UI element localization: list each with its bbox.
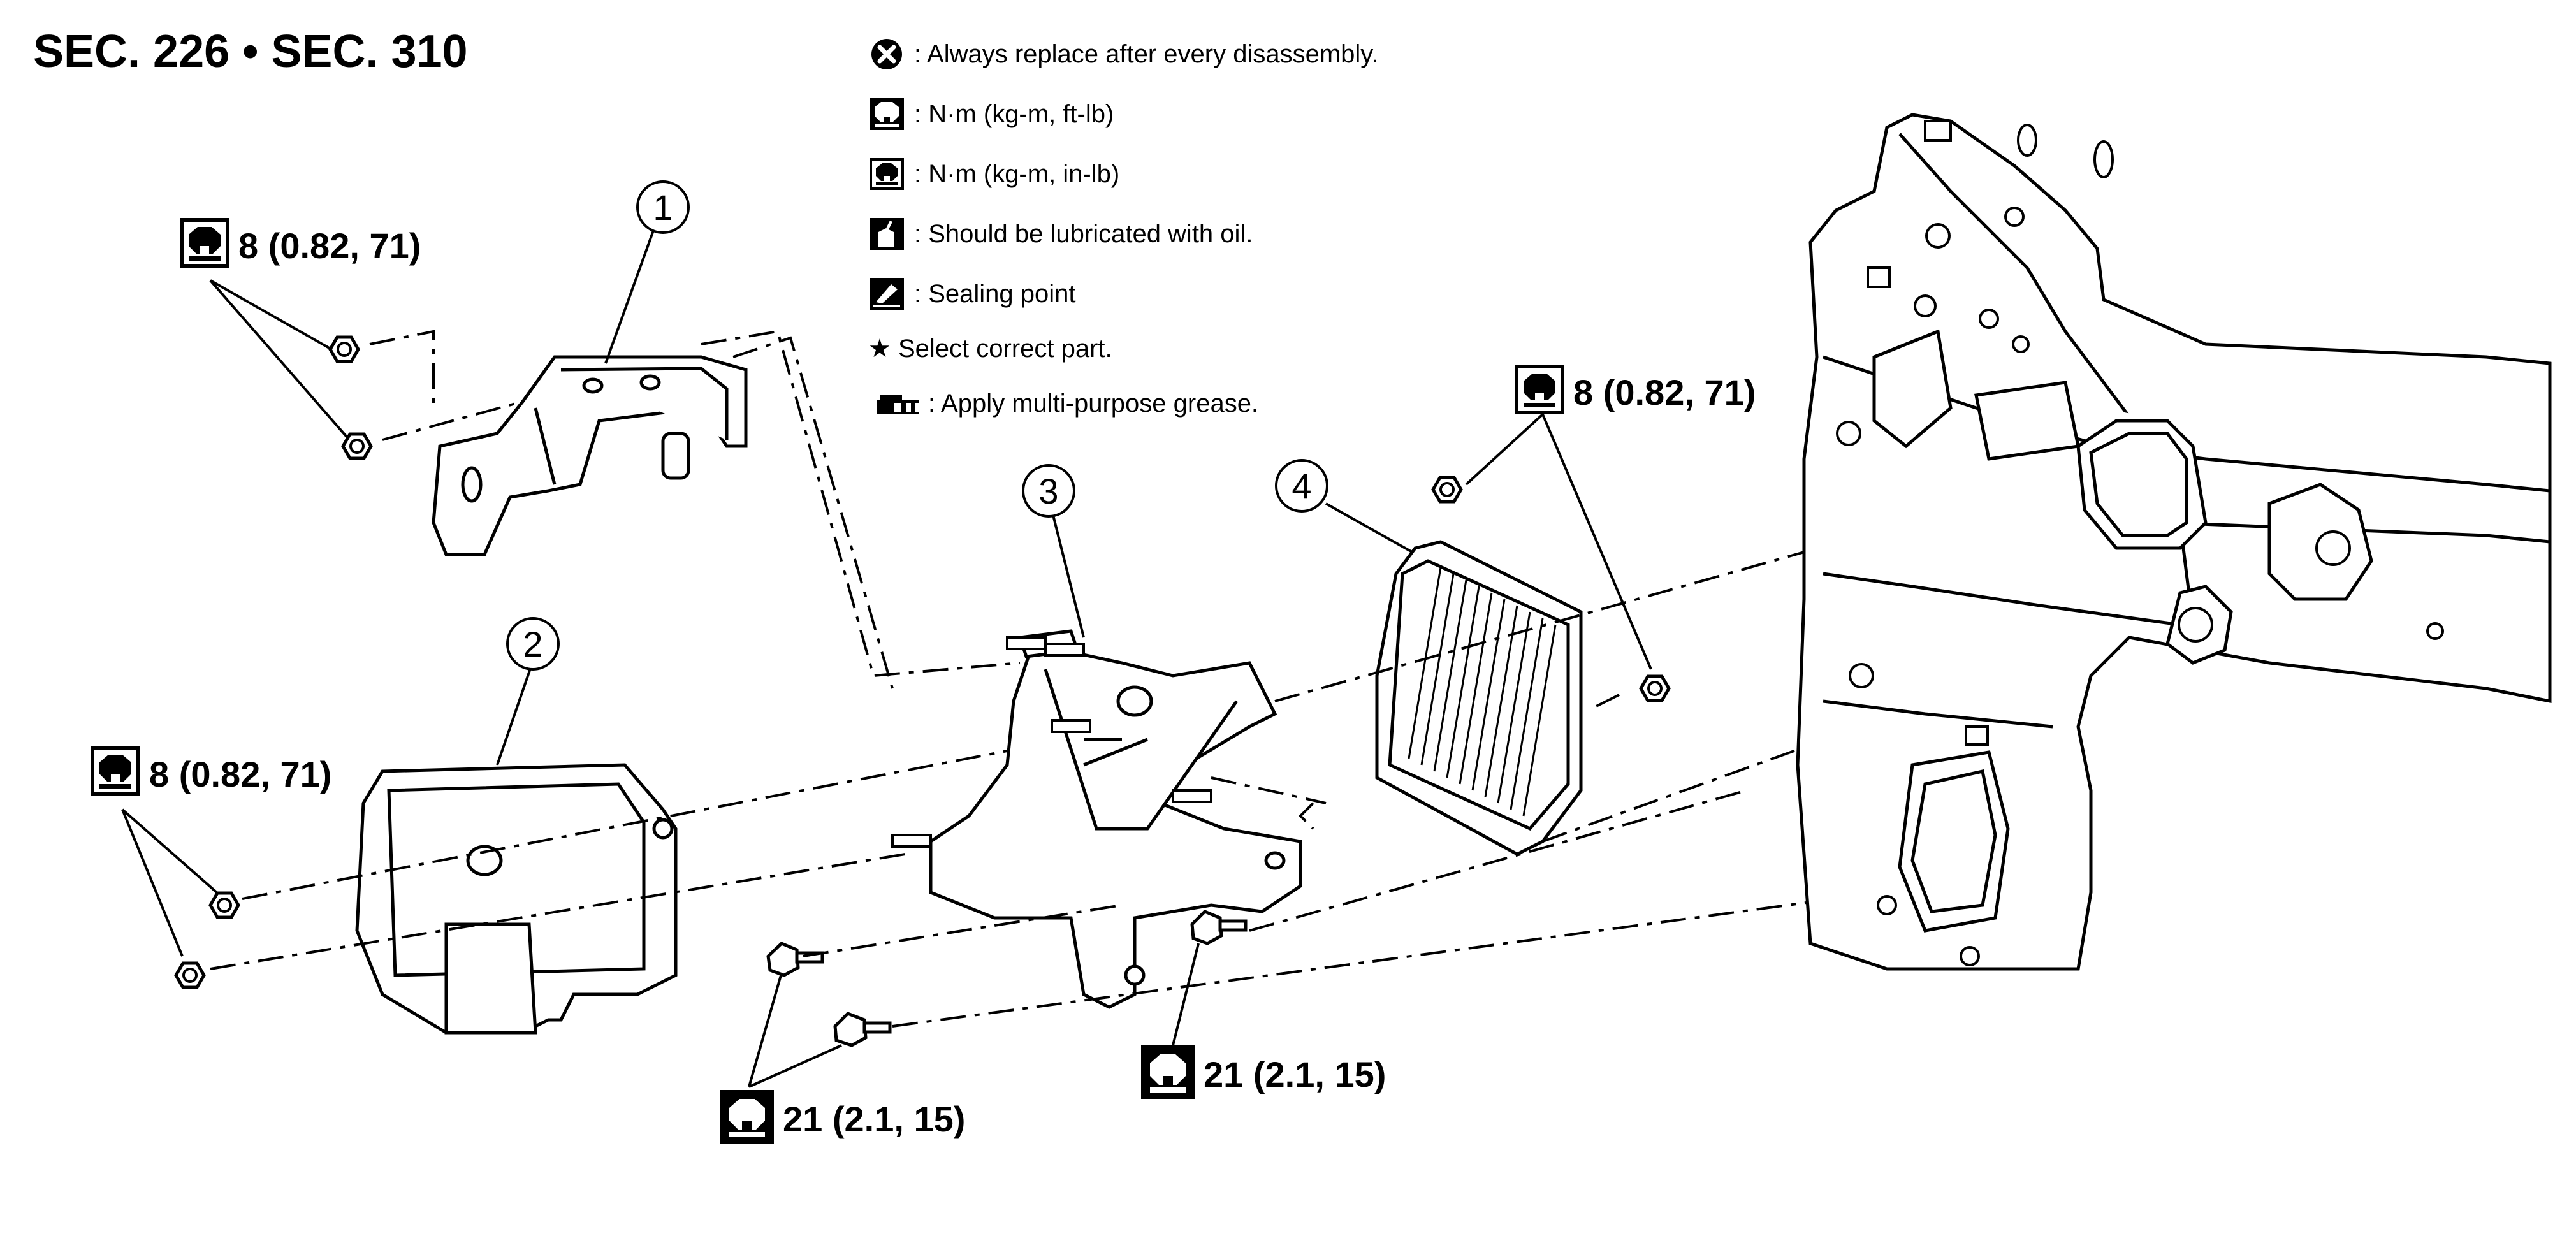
circle-x-icon xyxy=(871,39,902,69)
wrench-ftlb-icon xyxy=(1141,1045,1195,1099)
nut xyxy=(1641,676,1669,701)
part-number-4: 4 xyxy=(1275,459,1328,513)
wrench-inlb-icon xyxy=(91,746,140,796)
nut xyxy=(330,337,358,361)
wrench-inlb-icon xyxy=(180,218,229,268)
oil-can-icon xyxy=(870,218,904,250)
nut xyxy=(176,963,204,987)
grease-icon xyxy=(877,395,919,414)
nut xyxy=(343,434,371,458)
part-1-bracket xyxy=(432,355,748,556)
legend-text: : N·m (kg-m, in-lb) xyxy=(914,159,1120,188)
legend-item-grease: : Apply multi-purpose grease. xyxy=(868,374,1557,433)
torque-callout-3: 8 (0.82, 71) xyxy=(1465,365,1756,670)
torque-callout-2: 8 (0.82, 71) xyxy=(91,746,331,957)
torque-callout-4: 21 (2.1, 15) xyxy=(720,975,965,1144)
bolt xyxy=(833,1012,892,1047)
legend-text: : N·m (kg-m, ft-lb) xyxy=(914,99,1114,128)
part-number-3: 3 xyxy=(1022,464,1075,518)
part-number-2: 2 xyxy=(506,617,560,671)
legend-text: ★ Select correct part. xyxy=(868,335,1112,363)
part-3-bracket xyxy=(929,629,1302,1009)
legend-text: : Should be lubricated with oil. xyxy=(914,219,1253,248)
page-title: SEC. 226 • SEC. 310 xyxy=(33,26,468,77)
svg-text:2: 2 xyxy=(523,624,542,664)
svg-text:1: 1 xyxy=(653,187,673,228)
vehicle-body-frame xyxy=(1796,113,2552,971)
legend-text: : Always replace after every disassembly… xyxy=(914,40,1379,68)
symbol-legend: : Always replace after every disassembly… xyxy=(868,24,1557,433)
svg-text:3: 3 xyxy=(1038,471,1058,511)
svg-text:4: 4 xyxy=(1292,466,1311,506)
torque-value: 21 (2.1, 15) xyxy=(783,1099,965,1139)
torque-callout-1: 8 (0.82, 71) xyxy=(180,218,421,441)
legend-item-ftlb: : N·m (kg-m, ft-lb) xyxy=(868,84,1557,144)
body-holes xyxy=(1836,120,2444,966)
wrench-inlb-icon xyxy=(870,158,904,190)
torque-value: 8 (0.82, 71) xyxy=(1573,372,1756,412)
wrench-ftlb-icon xyxy=(720,1090,774,1144)
sealing-point-icon xyxy=(870,278,904,310)
legend-item-replace: : Always replace after every disassembly… xyxy=(868,24,1557,84)
torque-value: 21 (2.1, 15) xyxy=(1204,1054,1386,1094)
legend-item-inlb: : N·m (kg-m, in-lb) xyxy=(868,144,1557,204)
bolt xyxy=(766,942,824,977)
torque-value: 8 (0.82, 71) xyxy=(149,754,331,794)
part-number-1: 1 xyxy=(636,180,690,234)
part-2-control-module xyxy=(355,763,678,1035)
legend-item-oil: : Should be lubricated with oil. xyxy=(868,204,1557,264)
legend-text: : Apply multi-purpose grease. xyxy=(928,389,1259,418)
legend-text: : Sealing point xyxy=(914,279,1076,308)
legend-item-sealing: : Sealing point xyxy=(868,264,1557,324)
torque-value: 8 (0.82, 71) xyxy=(238,226,421,266)
nut xyxy=(1433,477,1461,502)
cooling-fins xyxy=(1408,567,1557,817)
legend-item-select: ★ Select correct part. xyxy=(868,324,1557,374)
torque-callout-5: 21 (2.1, 15) xyxy=(1141,943,1386,1099)
wrench-ftlb-icon xyxy=(870,98,904,130)
nut xyxy=(210,893,238,917)
studs xyxy=(891,636,1212,848)
wrench-inlb-icon xyxy=(1515,365,1564,414)
bolt xyxy=(1190,910,1248,945)
